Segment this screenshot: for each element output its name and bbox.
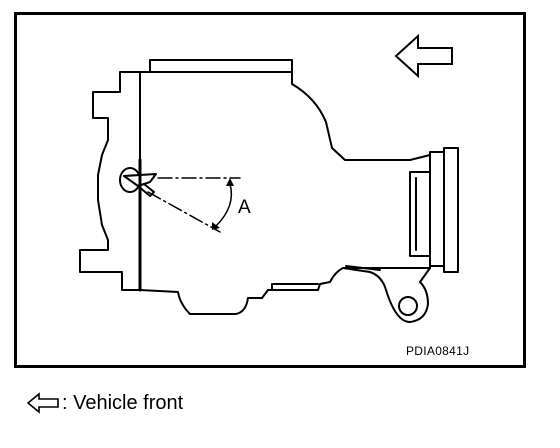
outlet-neck <box>409 171 431 257</box>
reference-line-angled <box>147 191 221 233</box>
angle-arrowhead-bottom <box>212 222 220 230</box>
bottom-lug <box>342 267 431 323</box>
lug-hole <box>398 296 418 316</box>
legend-text: : Vehicle front <box>62 391 184 414</box>
figure-id: PDIA0841J <box>406 344 470 358</box>
left-outline-arrow-icon <box>26 392 59 414</box>
legend: : Vehicle front <box>26 388 183 418</box>
angle-arc <box>215 183 233 227</box>
clip-assembly <box>119 167 157 197</box>
housing-body <box>139 59 431 315</box>
outlet-flange <box>429 147 459 273</box>
lug-edge <box>345 265 381 271</box>
angle-callout-label: A <box>238 197 251 218</box>
bottom-tab <box>271 283 319 291</box>
angle-arrowhead-top <box>226 178 234 186</box>
figure-frame <box>14 12 526 368</box>
left-outline-arrow-icon <box>394 33 453 79</box>
